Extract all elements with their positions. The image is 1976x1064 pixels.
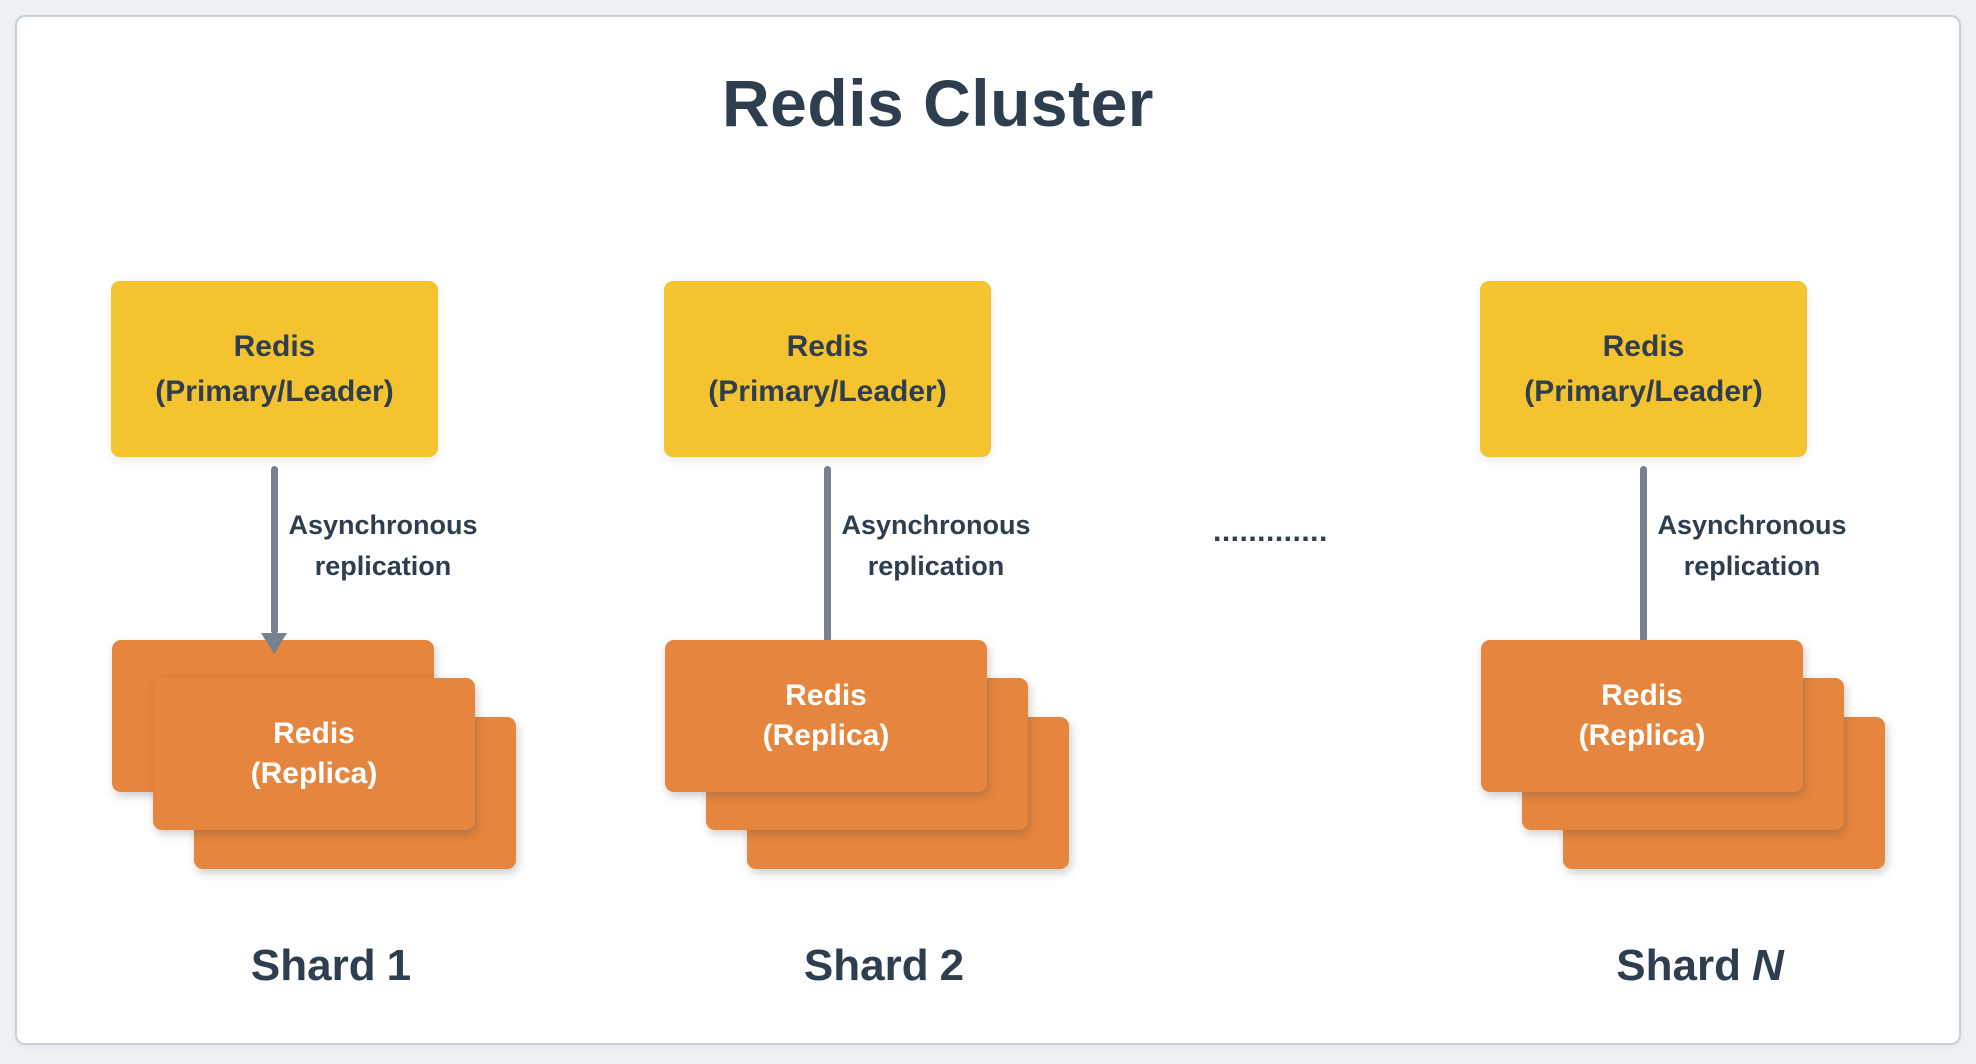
replica-card-label-line2: (Replica) <box>762 719 890 752</box>
primary-node-label-line1: Redis <box>233 330 316 363</box>
arrow-down-icon <box>261 633 287 654</box>
replication-arrow-line <box>271 466 278 634</box>
replication-label: Asynchronous replication <box>831 505 1041 587</box>
replication-label-line1: Asynchronous <box>1657 510 1847 540</box>
primary-node-label-line1: Redis <box>1602 330 1685 363</box>
primary-node-label-line2: (Primary/Leader) <box>1524 375 1763 408</box>
diagram-panel <box>15 15 1961 1045</box>
shard-column-2: Redis (Primary/Leader) Asynchronous repl… <box>664 281 1104 1021</box>
replication-label: Asynchronous replication <box>1647 505 1857 587</box>
replication-line <box>824 466 831 642</box>
shard-label-suffix: 2 <box>939 941 965 990</box>
ellipsis-separator: ............. <box>1213 515 1328 548</box>
primary-node-label-line2: (Primary/Leader) <box>708 375 947 408</box>
replication-label: Asynchronous replication <box>278 505 488 587</box>
replica-card-front: Redis (Replica) <box>1481 640 1803 792</box>
diagram-title: Redis Cluster <box>722 66 1154 140</box>
shard-label-prefix: Shard <box>250 941 376 990</box>
primary-node-label-line1: Redis <box>786 330 869 363</box>
replica-card-label-line2: (Replica) <box>250 757 378 790</box>
replication-line <box>1640 466 1647 642</box>
replica-card-label-line2: (Replica) <box>1578 719 1706 752</box>
replication-label-line2: replication <box>1683 551 1821 581</box>
replica-card-front: Redis (Replica) <box>153 678 475 830</box>
replica-card-label-line1: Redis <box>273 717 355 750</box>
shard-column-n: Redis (Primary/Leader) Asynchronous repl… <box>1480 281 1920 1021</box>
shard-label-prefix: Shard <box>803 941 929 990</box>
replica-card-label-line1: Redis <box>785 679 867 712</box>
replication-label-line2: replication <box>867 551 1005 581</box>
shard-label-prefix: Shard <box>1616 941 1741 990</box>
primary-node-label-line2: (Primary/Leader) <box>155 375 394 408</box>
shard-label-suffix: N <box>1751 941 1784 990</box>
primary-node: Redis (Primary/Leader) <box>1480 281 1807 457</box>
replication-label-line2: replication <box>314 551 452 581</box>
replication-label-line1: Asynchronous <box>841 510 1031 540</box>
primary-node: Redis (Primary/Leader) <box>111 281 438 457</box>
shard-label-suffix: 1 <box>386 941 412 990</box>
shard-column-1: Redis (Primary/Leader) Asynchronous repl… <box>111 281 551 1021</box>
replica-card-front: Redis (Replica) <box>665 640 987 792</box>
primary-node: Redis (Primary/Leader) <box>664 281 991 457</box>
replica-card-label-line1: Redis <box>1601 679 1683 712</box>
replication-label-line1: Asynchronous <box>288 510 478 540</box>
